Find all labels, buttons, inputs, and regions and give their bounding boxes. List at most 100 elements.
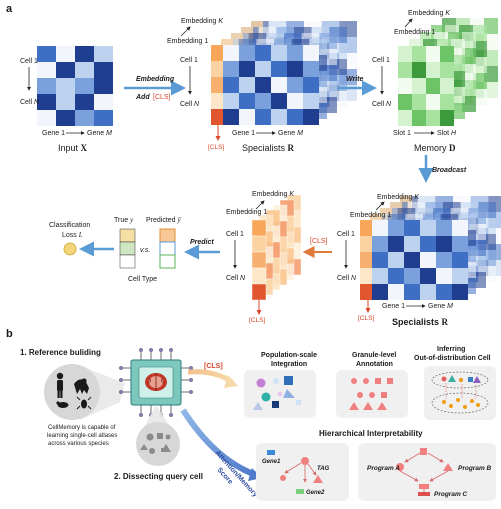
chip-pin-node [138, 348, 143, 353]
broadcast-label: Broadcast [432, 167, 467, 174]
memory-back-cell [484, 50, 498, 66]
chip-pin-node [148, 348, 153, 353]
specialists-bottom-cell [420, 268, 436, 284]
specialists-bottom-cell [404, 220, 420, 236]
memory-stack [398, 18, 498, 126]
specialists-top-cell [255, 109, 271, 125]
memory-back-cell [451, 39, 465, 55]
task3-box [424, 366, 496, 420]
input-cell [56, 62, 75, 78]
input-gene1-label: Gene 1 [42, 130, 65, 137]
input-cell [75, 110, 94, 126]
memory-back-cell [484, 34, 498, 50]
memory-cell [440, 62, 454, 78]
specialists-top-embedding-arrow [180, 26, 191, 37]
input-cell [75, 46, 94, 62]
program-b-node [443, 463, 453, 471]
cls-cluster-stack [251, 194, 302, 301]
species-circle [44, 364, 100, 420]
specialists-bottom-cell [420, 252, 436, 268]
memory-cell [398, 110, 412, 126]
cls-extract-arrow: [CLS] [302, 238, 332, 258]
memory-back-cell [484, 66, 498, 82]
specialists-top-cell [303, 61, 319, 77]
program-c-label: Program C [434, 491, 468, 498]
human-icon [56, 372, 64, 398]
specialists-top-cell [287, 61, 303, 77]
input-title: Input X [58, 143, 88, 153]
memory-emb1: Embedding 1 [394, 29, 435, 36]
input-grid [37, 46, 113, 126]
cls-cluster-front-cell [251, 283, 267, 301]
cls-cluster-front-cell [251, 267, 267, 285]
specialists-top: Embedding K Embedding 1 Cell 1 Cell N [C… [167, 18, 357, 153]
input-cell [94, 78, 113, 94]
reference-desc-3: across various species [48, 441, 109, 447]
specialists-bottom-cell [420, 284, 436, 300]
memory-cell [426, 46, 440, 62]
task3-title-2: Out-of-distribution Cell [414, 355, 491, 362]
memory-back-cell [451, 71, 465, 87]
ood-shapes [431, 371, 489, 414]
specialists-bottom-cell [452, 268, 468, 284]
input-cell [37, 62, 56, 78]
memory-cell [412, 110, 426, 126]
specialists-bottom-cell [404, 252, 420, 268]
task1-title-2: Integration [271, 361, 307, 368]
specialists-bottom-cell [388, 236, 404, 252]
specialists-top-cell [255, 45, 271, 61]
program-root [420, 448, 427, 455]
gene1-marker [267, 450, 275, 455]
broadcast-arrow: Broadcast [418, 155, 467, 183]
cls-cluster-front-cell [251, 251, 267, 269]
predict-label: Predict [190, 239, 214, 246]
gene1-label: Gene1 [262, 459, 281, 465]
mouse-head [56, 401, 60, 405]
memory-back-cell [462, 80, 476, 96]
chip-pin-node [118, 390, 123, 395]
task3-title-1: Inferring [437, 346, 465, 353]
annotation-shapes [349, 378, 393, 410]
specialists-bottom-cell [372, 236, 388, 252]
program-box [358, 443, 496, 501]
program-c-base [418, 492, 430, 496]
chip-pin-node [158, 348, 163, 353]
specialists-top-cls-cell [211, 93, 223, 109]
specialists-top-cell1: Cell 1 [180, 57, 198, 64]
specialists-bottom-cell1: Cell 1 [337, 231, 355, 238]
specialists-top-geneM: Gene M [278, 130, 303, 137]
input-cell [37, 110, 56, 126]
input-cell [37, 46, 56, 62]
gene2-marker [296, 489, 304, 494]
specialists-top-cell [271, 61, 287, 77]
brain-icon [145, 373, 167, 391]
program-a-label: Program A [367, 465, 400, 472]
cls-cluster: Embedding K Embedding 1 Cell 1 Cell N [C… [226, 191, 302, 324]
input-geneM-label: Gene M [87, 130, 112, 137]
cls-cluster-cellN: Cell N [226, 275, 246, 282]
specialists-top-cell [287, 93, 303, 109]
memory-back-cell [451, 55, 465, 71]
specialists-top-cell [223, 93, 239, 109]
specialists-bottom-embedding-arrow [375, 201, 385, 211]
memory-cell [440, 94, 454, 110]
memory-embedding-arrow [404, 18, 413, 28]
predict-arrow: Predict [184, 239, 220, 260]
specialists-top-stack [211, 21, 357, 125]
cls-cluster-emb1: Embedding 1 [226, 209, 267, 216]
chip-pin-node [118, 378, 123, 383]
specialists-top-cls-cell [211, 45, 223, 61]
specialists-bottom-cell [436, 220, 452, 236]
specialists-bottom-gene1: Gene 1 [382, 303, 405, 310]
specialists-top-gene1: Gene 1 [232, 130, 255, 137]
specialists-top-cell [303, 45, 319, 61]
specialists-bottom-cell [388, 268, 404, 284]
specialists-top-cell [271, 93, 287, 109]
specialists-top-cell [271, 45, 287, 61]
predicted-y-vector [159, 228, 176, 269]
input-cell1-label: Cell 1 [20, 58, 38, 65]
memory-cell [398, 46, 412, 62]
specialists-top-cell [255, 93, 271, 109]
specialists-bottom-embK: Embedding K [377, 194, 419, 201]
memory-back-cell [473, 41, 487, 57]
